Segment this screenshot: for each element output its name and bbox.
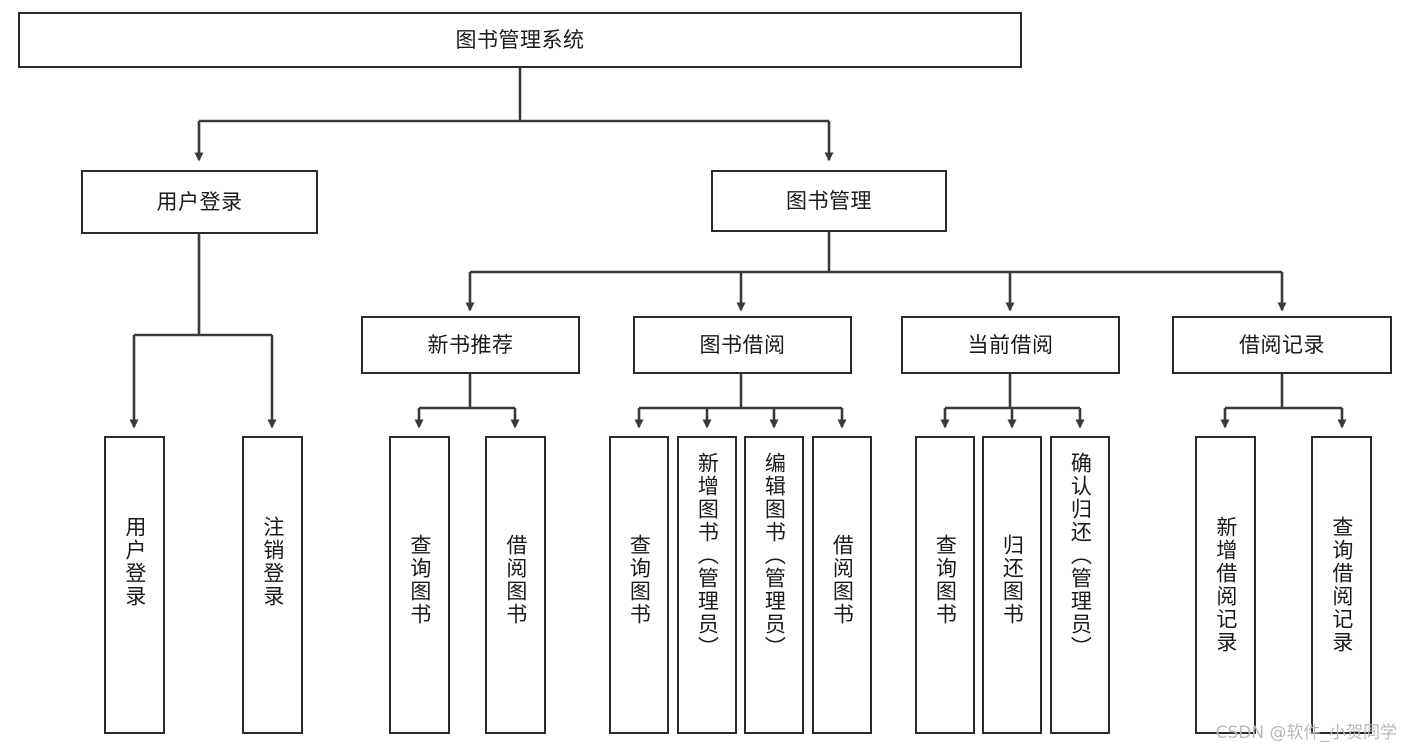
node-label-leaf-user-login: 用户登录 bbox=[122, 516, 147, 608]
node-label-leaf-query-book-3: 查询图书 bbox=[933, 534, 958, 626]
node-borrow-record[interactable]: 借阅记录 bbox=[1172, 316, 1392, 374]
node-leaf-user-logout[interactable]: 注销登录 bbox=[242, 436, 303, 734]
connector-lines bbox=[129, 68, 1347, 429]
node-book-borrow[interactable]: 图书借阅 bbox=[633, 316, 852, 374]
node-label-leaf-add-record: 新增借阅记录 bbox=[1213, 516, 1238, 654]
node-label-leaf-borrow-book-2: 借阅图书 bbox=[830, 534, 855, 626]
node-label-leaf-query-record: 查询借阅记录 bbox=[1329, 516, 1354, 654]
node-root-book-management-system[interactable]: 图书管理系统 bbox=[18, 12, 1022, 68]
node-leaf-edit-book[interactable]: 编辑图书（管理员） bbox=[744, 436, 804, 734]
node-label-leaf-confirm-return: 确认归还（管理员） bbox=[1068, 452, 1093, 659]
node-label-leaf-query-book-2: 查询图书 bbox=[627, 534, 652, 626]
node-leaf-query-book-borrow[interactable]: 查询图书 bbox=[609, 436, 669, 734]
node-label-root: 图书管理系统 bbox=[455, 27, 585, 52]
node-label-leaf-user-logout: 注销登录 bbox=[260, 516, 285, 608]
node-current-borrow[interactable]: 当前借阅 bbox=[901, 316, 1120, 374]
node-label-leaf-return-book: 归还图书 bbox=[1000, 534, 1025, 626]
node-new-book-recommend[interactable]: 新书推荐 bbox=[361, 316, 580, 374]
node-leaf-add-book[interactable]: 新增图书（管理员） bbox=[677, 436, 737, 734]
node-book-management[interactable]: 图书管理 bbox=[711, 170, 947, 232]
node-label-leaf-query-book-1: 查询图书 bbox=[407, 534, 432, 626]
node-leaf-query-book-recommend[interactable]: 查询图书 bbox=[389, 436, 450, 734]
node-label-book-management: 图书管理 bbox=[786, 188, 872, 213]
node-label-leaf-edit-book: 编辑图书（管理员） bbox=[762, 452, 787, 659]
node-user-login[interactable]: 用户登录 bbox=[81, 170, 318, 234]
node-label-borrow-record: 借阅记录 bbox=[1239, 332, 1325, 357]
node-leaf-confirm-return[interactable]: 确认归还（管理员） bbox=[1050, 436, 1110, 734]
node-leaf-query-book-current[interactable]: 查询图书 bbox=[915, 436, 975, 734]
node-label-leaf-borrow-book-1: 借阅图书 bbox=[503, 534, 528, 626]
node-leaf-borrow-book-borrow[interactable]: 借阅图书 bbox=[812, 436, 872, 734]
node-label-leaf-add-book: 新增图书（管理员） bbox=[695, 452, 720, 659]
node-label-current-borrow: 当前借阅 bbox=[967, 332, 1054, 357]
node-leaf-query-borrow-record[interactable]: 查询借阅记录 bbox=[1311, 436, 1372, 734]
node-leaf-borrow-book-recommend[interactable]: 借阅图书 bbox=[485, 436, 546, 734]
node-label-book-borrow: 图书借阅 bbox=[699, 332, 786, 357]
node-leaf-add-borrow-record[interactable]: 新增借阅记录 bbox=[1195, 436, 1256, 734]
node-leaf-user-login[interactable]: 用户登录 bbox=[104, 436, 165, 734]
node-label-user-login: 用户登录 bbox=[156, 189, 243, 214]
node-leaf-return-book[interactable]: 归还图书 bbox=[982, 436, 1042, 734]
node-label-new-book-recommend: 新书推荐 bbox=[427, 332, 514, 357]
